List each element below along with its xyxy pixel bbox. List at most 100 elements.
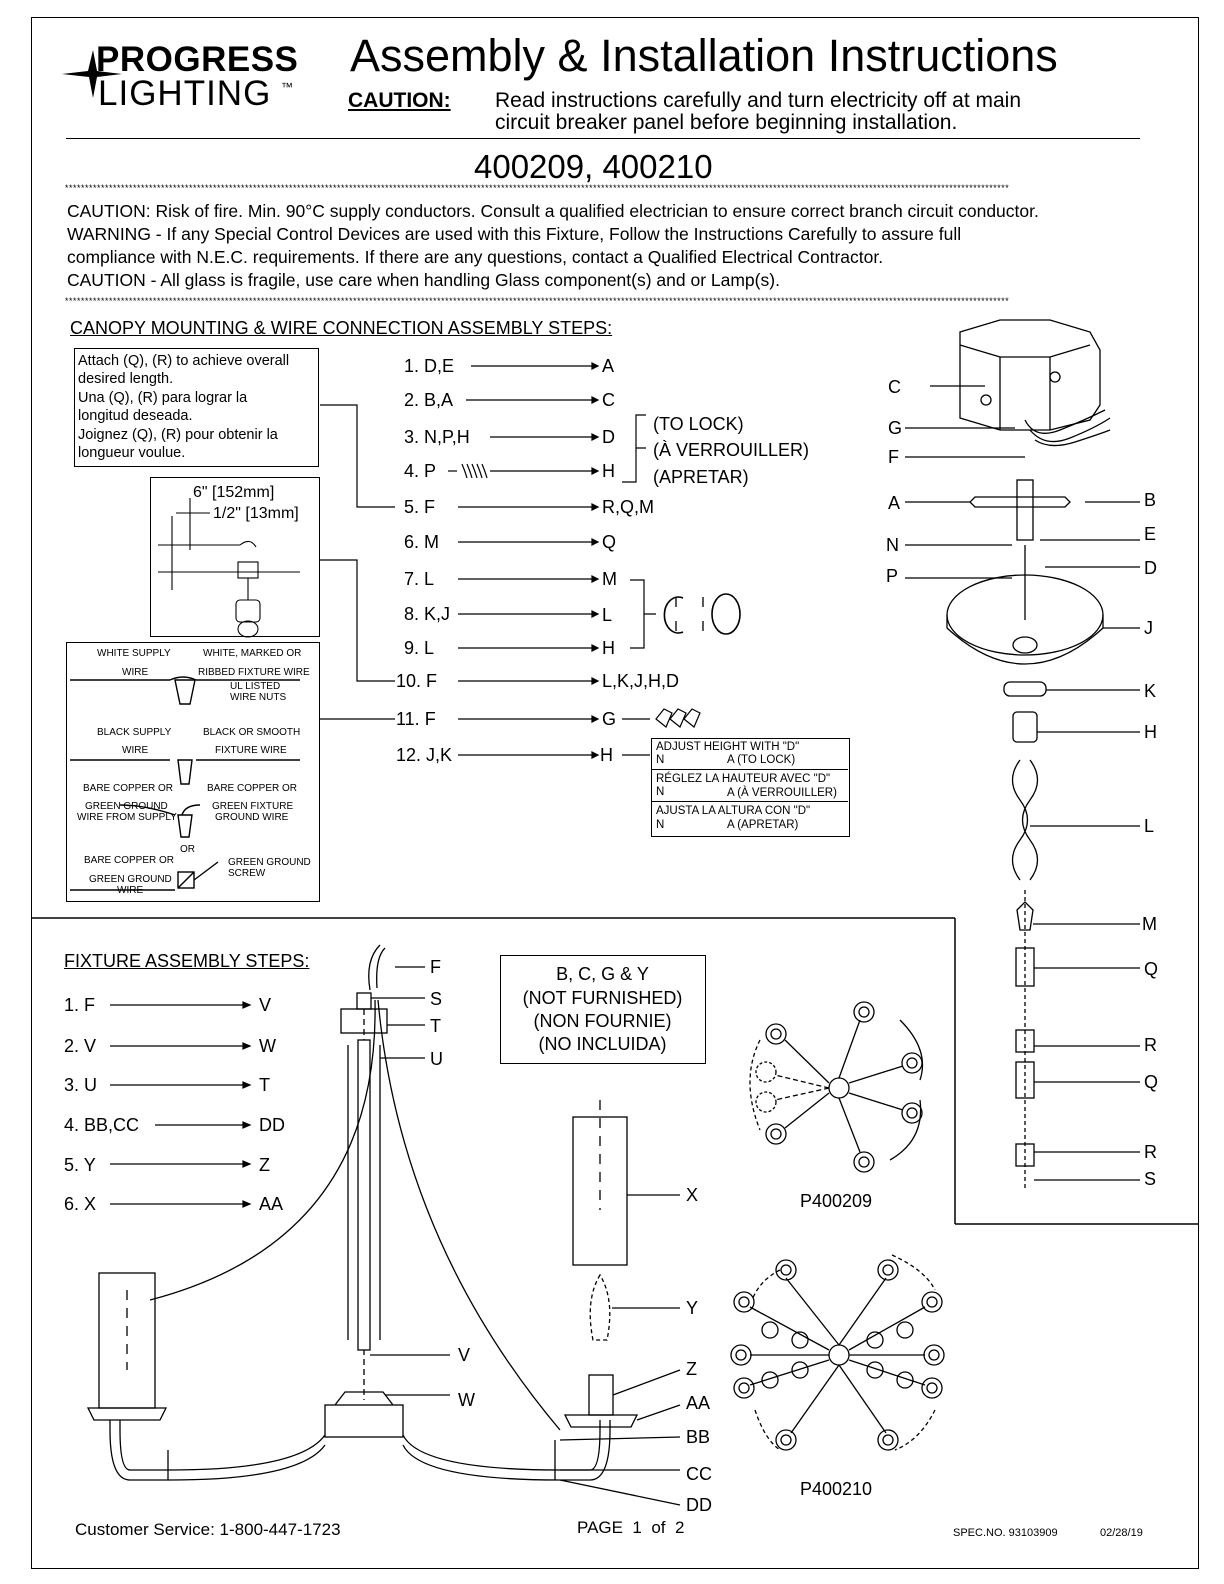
wiring-label: BLACK SUPPLY	[97, 727, 172, 738]
part-label-b: B	[1144, 490, 1157, 510]
warning-line-4: CAUTION - All glass is fragile, use care…	[67, 270, 780, 290]
fixture-label-z: Z	[686, 1359, 697, 1379]
adjust-divider	[652, 769, 848, 770]
warning-line-2: WARNING - If any Special Control Devices…	[67, 224, 962, 244]
fixture-step-target: T	[259, 1075, 270, 1095]
wiring-label: WIRE	[122, 667, 149, 678]
caution-label: CAUTION:	[348, 89, 451, 112]
wiring-label: GROUND WIRE	[215, 812, 289, 823]
canopy-step: 2. B,A	[404, 390, 454, 410]
fixture-label-dd: DD	[686, 1495, 712, 1515]
part-label-h: H	[1144, 722, 1157, 742]
fixture-step: 4. BB,CC	[64, 1115, 140, 1135]
model-label-p400209: P400209	[800, 1191, 873, 1211]
part-label-g: G	[888, 418, 903, 438]
fixture-step-target: DD	[259, 1115, 285, 1135]
adjust-text: A (TO LOCK)	[727, 754, 796, 766]
fixture-label-v: V	[458, 1345, 471, 1365]
part-label-q: Q	[1144, 959, 1159, 979]
not-furnished-text: (NOT FURNISHED)	[522, 988, 683, 1008]
fixture-step: 3. U	[64, 1075, 98, 1095]
adjust-divider	[652, 801, 848, 802]
wire-strip-box: 6" [152mm] 1/2" [13mm]	[150, 477, 320, 637]
part-label-l: L	[1144, 816, 1155, 836]
wiring-label: RIBBED FIXTURE WIRE	[198, 667, 310, 678]
adjust-text: N	[656, 786, 665, 798]
length-note-line: Joignez (Q), (R) pour obtenir la	[78, 427, 278, 443]
canopy-step-target: M	[602, 569, 617, 589]
part-label-c: C	[888, 377, 901, 397]
wiring-label: SCREW	[228, 868, 266, 879]
strip-dim-half-in: 1/2" [13mm]	[213, 505, 299, 522]
length-note-line: Una (Q), (R) para lograr la	[78, 390, 248, 406]
canopy-step: 11. F	[396, 709, 436, 729]
canopy-step-target: L	[602, 605, 613, 625]
fixture-step-target: AA	[259, 1194, 284, 1214]
wiring-label: WIRE FROM SUPPLY	[77, 812, 177, 823]
wiring-label: GREEN FIXTURE	[212, 801, 294, 812]
canopy-step-target: H	[602, 461, 615, 481]
divider-stars-bottom: ****************************************…	[64, 297, 1010, 307]
page-number: PAGE 1 of 2	[577, 1518, 685, 1537]
fixture-step: 6. X	[64, 1194, 97, 1214]
wiring-label: GREEN GROUND	[89, 874, 172, 885]
fixture-label-f: F	[430, 957, 441, 977]
customer-service: Customer Service: 1-800-447-1723	[75, 1520, 341, 1539]
part-label-s: S	[1144, 1169, 1157, 1189]
wiring-label: GREEN GROUND	[85, 801, 168, 812]
canopy-step: 4. P	[404, 461, 437, 481]
length-note-line: Attach (Q), (R) to achieve overall	[78, 353, 290, 369]
adjust-text: N	[656, 754, 665, 766]
canopy-step: 3. N,P,H	[404, 427, 470, 447]
fixture-label-aa: AA	[686, 1393, 711, 1413]
spec-date: 02/28/19	[1100, 1527, 1143, 1539]
canopy-step: 12. J,K	[396, 745, 453, 765]
canopy-step-target: H	[602, 638, 615, 658]
wiring-label: WHITE, MARKED OR	[203, 648, 302, 659]
adjust-text: N	[656, 819, 665, 831]
divider-stars-top: ****************************************…	[64, 184, 1010, 194]
canopy-step: 1. D,E	[404, 356, 455, 376]
part-label-j: J	[1144, 618, 1153, 638]
header-rule	[66, 138, 1140, 139]
adjust-text: A (À VERROUILLER)	[727, 787, 837, 799]
canopy-step-target: G	[602, 709, 617, 729]
fixture-section-title: FIXTURE ASSEMBLY STEPS:	[64, 951, 310, 971]
fixture-step-target: Z	[259, 1155, 270, 1175]
canopy-section-title: CANOPY MOUNTING & WIRE CONNECTION ASSEMB…	[70, 318, 613, 338]
canopy-step-target: R,Q,M	[602, 497, 654, 517]
fixture-label-x: X	[686, 1185, 699, 1205]
caution-line-2: circuit breaker panel before beginning i…	[495, 111, 958, 134]
part-label-n: N	[886, 535, 899, 555]
spec-number: SPEC.NO. 93103909	[953, 1527, 1058, 1539]
wiring-label: OR	[180, 844, 195, 855]
fixture-label-w: W	[458, 1390, 475, 1410]
wiring-label: BARE COPPER OR	[83, 783, 174, 794]
length-note-line: longueur voulue.	[78, 445, 186, 461]
warning-line-3: compliance with N.E.C. requirements. If …	[67, 247, 884, 267]
fixture-label-u: U	[430, 1049, 443, 1069]
fixture-label-cc: CC	[686, 1464, 712, 1484]
wiring-label: WHITE SUPPLY	[97, 648, 171, 659]
canopy-step: 5. F	[404, 497, 436, 517]
logo-text-lighting: LIGHTING	[98, 74, 272, 113]
page-title: Assembly & Installation Instructions	[350, 30, 1058, 81]
fixture-label-bb: BB	[686, 1427, 711, 1447]
adjust-text: A (APRETAR)	[727, 819, 799, 831]
fixture-step-target: W	[259, 1036, 276, 1056]
not-furnished-text: (NON FOURNIE)	[533, 1011, 672, 1031]
wiring-label: BARE COPPER OR	[207, 783, 298, 794]
canopy-step: 6. M	[404, 532, 440, 552]
part-label-e: E	[1144, 524, 1157, 544]
fixture-step: 1. F	[64, 995, 96, 1015]
part-label-f: F	[888, 447, 899, 467]
part-label-r: R	[1144, 1035, 1157, 1055]
part-label-r: R	[1144, 1142, 1157, 1162]
wiring-diagram-box: WHITE SUPPLY WIRE WHITE, MARKED OR RIBBE…	[66, 642, 320, 902]
page-border	[31, 17, 1199, 1569]
length-note-line: desired length.	[78, 371, 174, 387]
adjust-height-box: ADJUST HEIGHT WITH "D" N A (TO LOCK) RÉG…	[651, 738, 850, 837]
fixture-label-y: Y	[686, 1298, 699, 1318]
not-furnished-box: B, C, G & Y (NOT FURNISHED) (NON FOURNIE…	[500, 955, 706, 1064]
trademark: ™	[281, 80, 293, 94]
